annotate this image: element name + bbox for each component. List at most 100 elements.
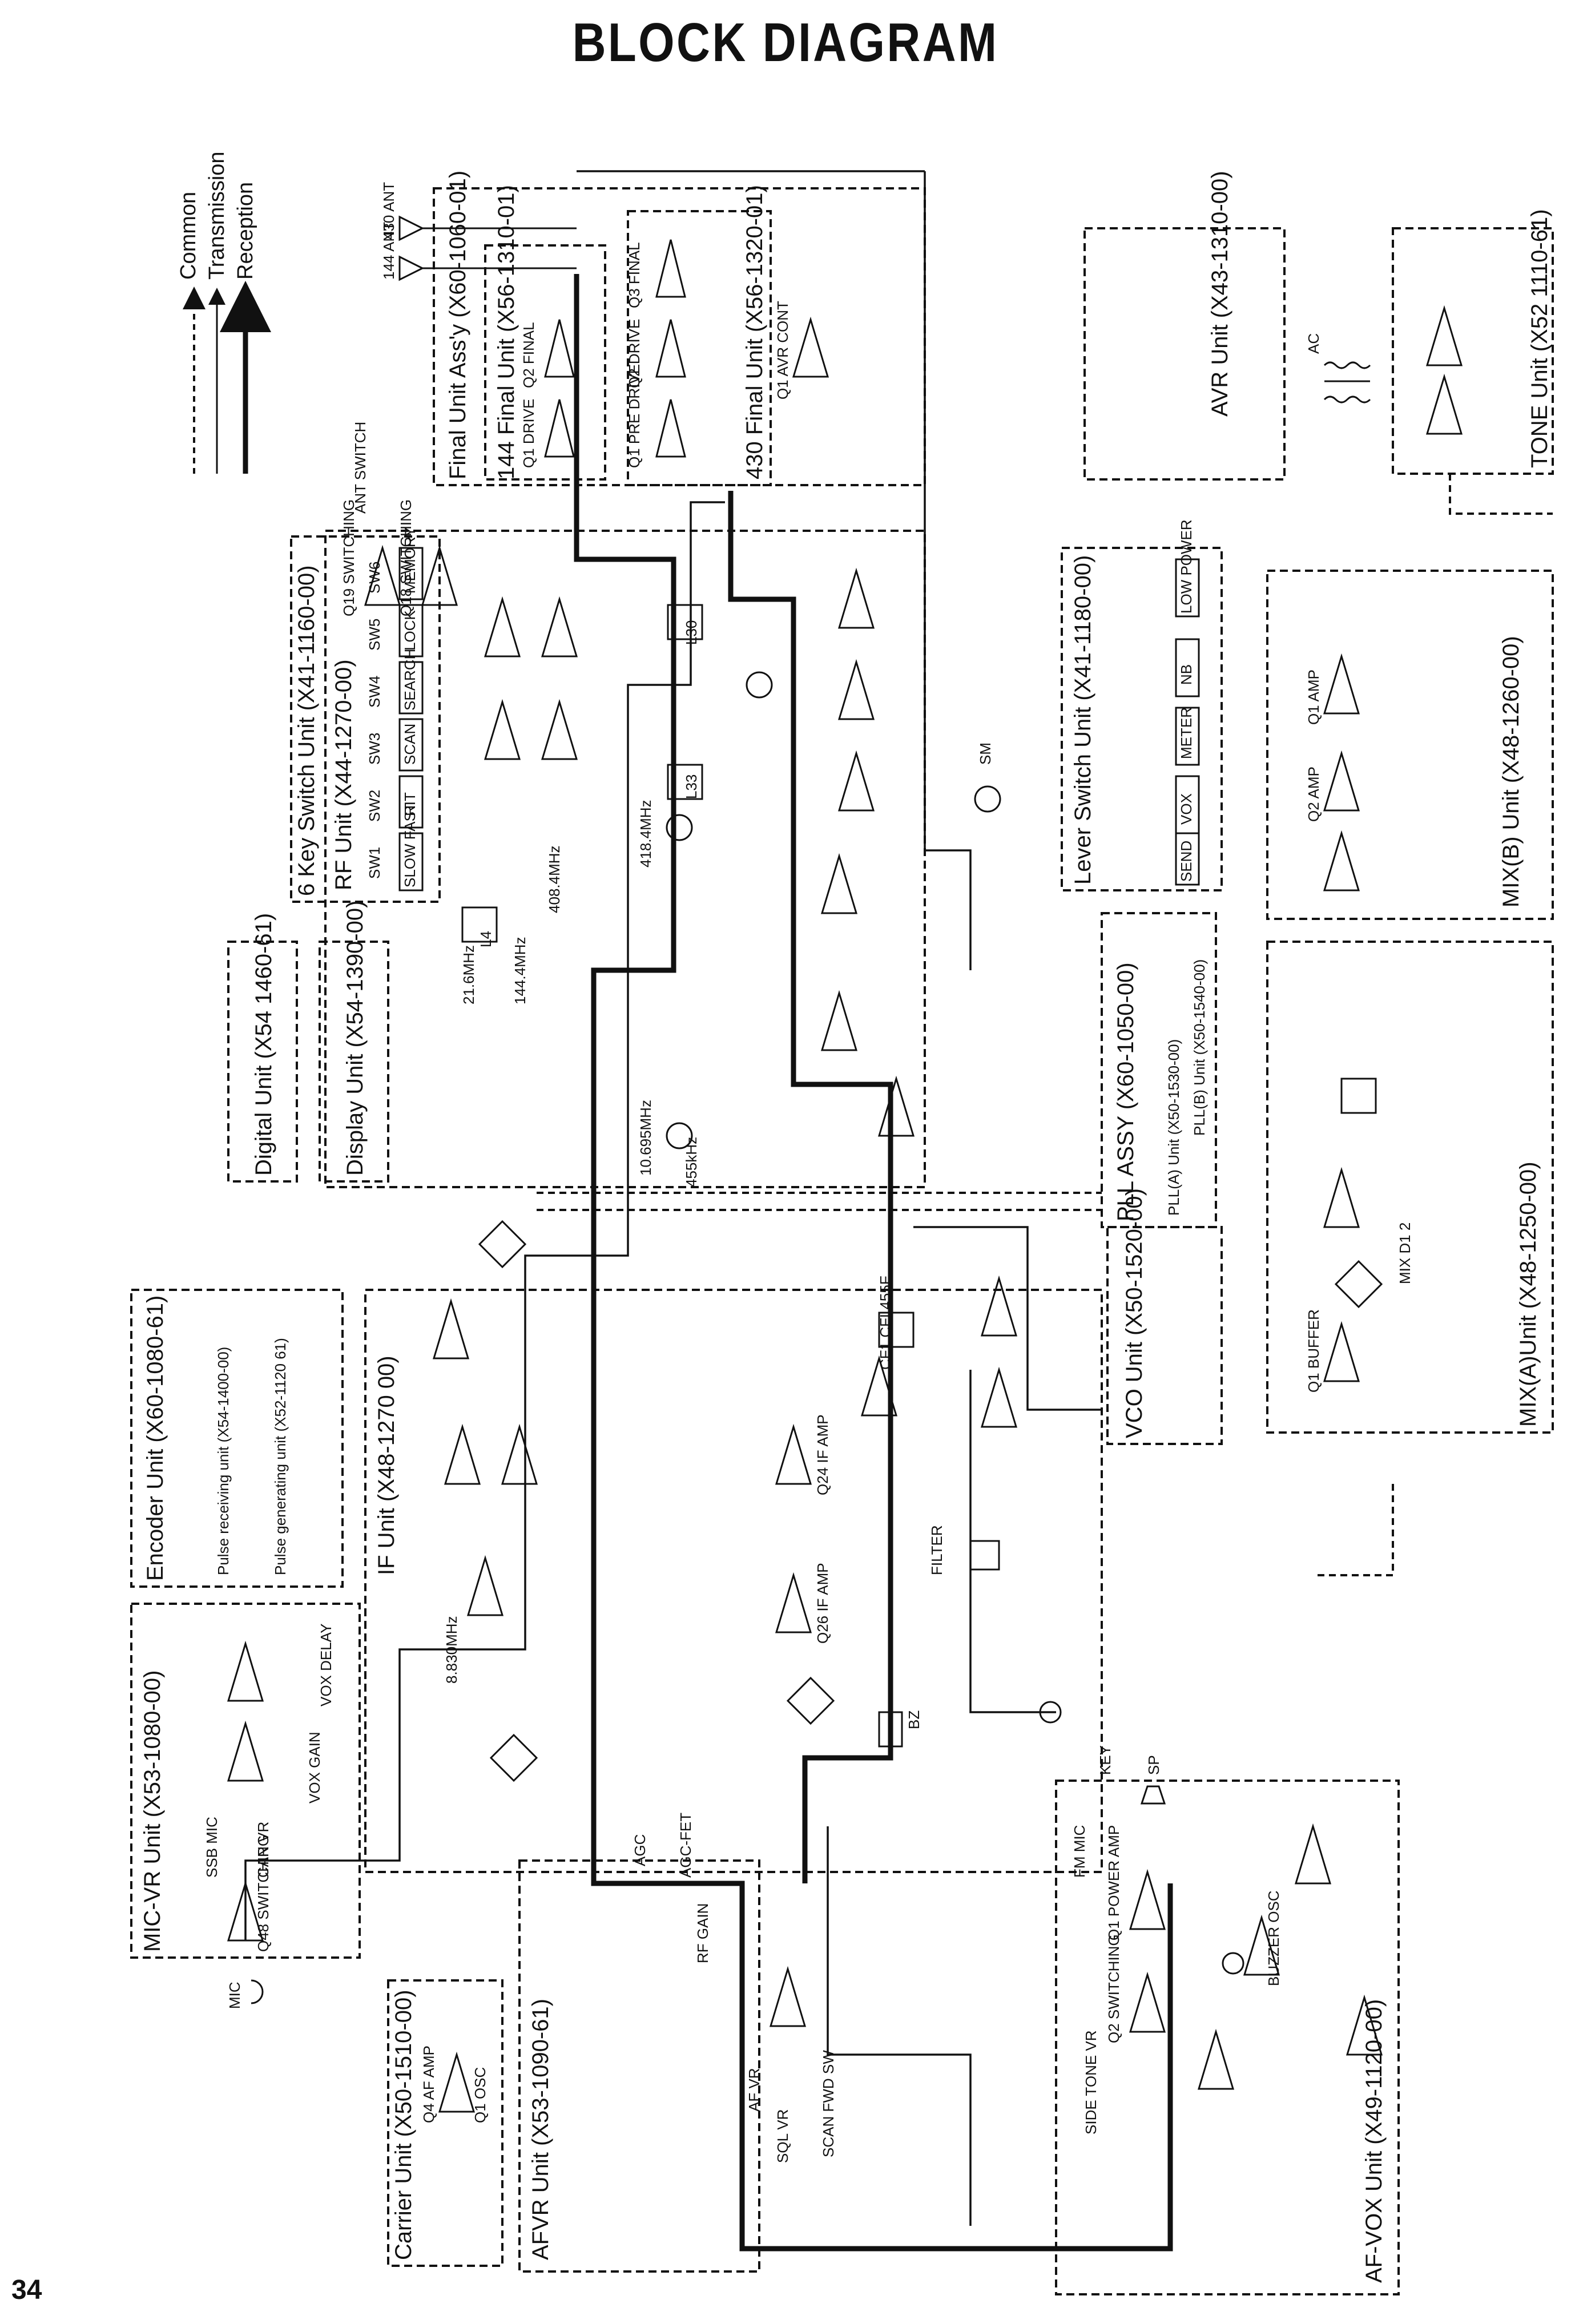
encoder-unit-box (130, 1289, 344, 1588)
lever-meter-text: METER (1178, 707, 1195, 759)
stage-label-cf1: CF1 CFL455F (877, 1276, 894, 1370)
stage-label-power-amp: Q2 SWITCHING (1105, 1934, 1122, 2043)
stage-label-fm-det: BZ (905, 1710, 923, 1729)
annotation-car-vr: CAR VR (255, 1822, 272, 1878)
annotation-af-vr: AF VR (746, 2068, 763, 2112)
l30-filter (667, 604, 703, 640)
if-unit-box (364, 1289, 1103, 1873)
vco-unit-label: VCO Unit (X50-1520-00) (1122, 1188, 1147, 1438)
key-scan-text: SCAN (401, 724, 418, 765)
q13-mix (444, 1423, 481, 1485)
ac-label: AC (1305, 333, 1322, 354)
stage-label-q1-avr-cont: Q1 AVR CONT (774, 301, 791, 400)
q41-buffer (980, 1275, 1018, 1337)
rf-unit-label: RF Unit (X44-1270-00) (331, 659, 356, 890)
annotation-rf-gain: RF GAIN (694, 1903, 711, 1963)
mic-q4-af-amp (227, 1640, 264, 1702)
q3-final-amp (655, 239, 686, 298)
final-unit-label: Final Unit Ass'y (X60-1060-01) (445, 171, 470, 479)
digital-unit-label: Digital Unit (X54 1460-61) (251, 913, 276, 1176)
lever-send-text: SEND (1178, 841, 1195, 882)
af-vox-q3-anti-vox (1243, 1914, 1280, 1976)
key-lock-button (398, 604, 424, 657)
q1-avr-cont-amp (792, 316, 829, 378)
af-vox-q4-vox-amp (1197, 2028, 1235, 2090)
key-switch-label: 6 Key Switch Unit (X41-1160-00) (294, 565, 319, 896)
pll-b-label: PLL(B) Unit (X50-1540-00) (1191, 959, 1208, 1136)
key-sw6-label: SW6 (366, 562, 383, 594)
q34-alc-amp (837, 567, 875, 629)
display-unit-box (319, 941, 389, 1183)
ant-switch-label: ANT SWITCH (352, 422, 369, 514)
reception-path-2 (728, 491, 893, 1313)
annotation-agc-fet: AGC-FET (677, 1813, 694, 1878)
mix-b-box (1266, 570, 1554, 920)
annotation-883mhz: 8.830MHz (443, 1616, 460, 1684)
if-det-bridge (786, 1676, 835, 1725)
af-vox-q1-power-amp (1129, 1971, 1166, 2033)
key-rit-button (398, 775, 424, 829)
key-switch-box (290, 535, 441, 903)
mix-a-bridge (1334, 1260, 1383, 1309)
lever-lowpower-button (1175, 558, 1200, 618)
q40-amp (980, 1366, 1018, 1428)
q2-final-amp (544, 319, 575, 378)
q14-mix (501, 1423, 538, 1485)
mic-vr-label: MIC-VR Unit (X53-1080-00) (140, 1671, 165, 1952)
annotation-ssb-mic: SSB MIC (203, 1817, 220, 1878)
stage-label-buzzer-osc: BUZZER OSC (1265, 1890, 1282, 1986)
page-number: 34 (11, 2275, 42, 2305)
af-vox-q7-switching (1294, 1823, 1332, 1885)
mic-vr-box (130, 1603, 361, 1959)
annotation-455khz: 455kHz (683, 1137, 700, 1187)
q2-drive-amp (655, 319, 686, 378)
cf1-filter (878, 1312, 915, 1348)
page-title: BLOCK DIAGRAM (572, 12, 999, 73)
key-search-text: SEARCH (401, 649, 418, 711)
annotation-4084mhz: 408.4MHz (546, 846, 563, 914)
tone-unit-box (1392, 227, 1554, 475)
key-memory-button (398, 547, 424, 600)
lever-nb-text: NB (1178, 664, 1195, 685)
encoder-unit-label: Encoder Unit (X60-1080-61) (143, 1296, 168, 1581)
key-memory-text: MEMORY (401, 527, 418, 594)
annotation-l4: L4 (477, 931, 494, 947)
antenna-144-icon (398, 255, 425, 281)
key-lock-text: LOCK (401, 610, 418, 651)
q12-if-amp (466, 1555, 504, 1616)
if-mix-bridge (489, 1733, 538, 1782)
annotation-sql-vr: SQL VR (774, 2109, 791, 2163)
stage-label-q26-if: Q26 IF AMP (814, 1563, 831, 1644)
mix-a-box (1266, 941, 1554, 1434)
lever-lowpower-text: LOW POWER (1178, 519, 1195, 614)
key-sw4-label: SW4 (366, 676, 383, 708)
stage-label-carrier-buffer: Q1 OSC (472, 2067, 489, 2123)
q26-if-amp (775, 1572, 812, 1633)
mix-a-q1-buffer (1323, 1321, 1360, 1382)
stage-label-mixb-q2: Q2 AMP (1305, 766, 1322, 822)
key-search-button (398, 661, 424, 715)
lever-switch-label: Lever Switch Unit (X41-1180-00) (1070, 555, 1095, 885)
mix-b-q3-amp (1323, 830, 1360, 891)
tone-amp-1 (1425, 305, 1463, 366)
carrier-unit-label: Carrier Unit (X50-1510-00) (391, 1990, 416, 2260)
af-vox-q9-switching (1346, 1994, 1383, 2056)
stage-label-q19: Q19 SWITCHING (340, 499, 357, 616)
q16-switching (820, 853, 858, 914)
lever-nb-button (1175, 638, 1200, 697)
mix-a-filter (1340, 1078, 1377, 1114)
q3-amp (484, 699, 521, 760)
l4-filter (461, 906, 498, 943)
annotation-216mhz: 21.6MHz (460, 945, 477, 1004)
q36-amp (837, 750, 875, 812)
afvr-q1-af-amp (769, 1966, 807, 2027)
lever-meter-button (1175, 707, 1200, 766)
reception-path-1 (574, 274, 676, 1370)
stage-label-carrier-osc: Q4 AF AMP (420, 2045, 437, 2123)
mix-a-q2-buffer (1323, 1167, 1360, 1228)
mix-a-label: MIX(A)Unit (X48-1250-00) (1516, 1161, 1541, 1427)
key-slowfast-button (398, 832, 424, 891)
af-vox-box (1055, 1780, 1400, 2295)
legend-common-label: Common (176, 192, 200, 280)
